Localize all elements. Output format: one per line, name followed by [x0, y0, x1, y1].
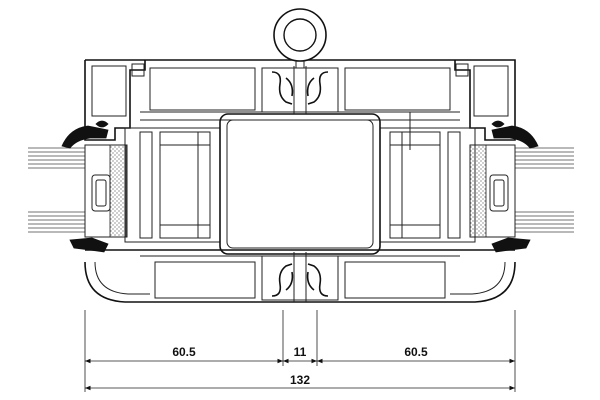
- thermal-break-bottom: [261, 252, 339, 302]
- central-mullion: [219, 113, 381, 255]
- dimension-left: 60.5: [172, 345, 196, 359]
- gaskets: [61, 120, 539, 253]
- top-ring: [273, 8, 327, 68]
- right-glazing: [469, 144, 574, 238]
- left-glazing: [28, 144, 128, 238]
- dimension-right: 60.5: [404, 345, 428, 359]
- bottom-frame: [84, 249, 516, 303]
- dimension-total: 132: [290, 373, 310, 387]
- thermal-break-top: [261, 66, 339, 114]
- dimension-middle: 11: [294, 345, 307, 359]
- sash-left: [124, 127, 221, 243]
- sash-right: [379, 112, 476, 243]
- dimension-lines: [84, 310, 516, 392]
